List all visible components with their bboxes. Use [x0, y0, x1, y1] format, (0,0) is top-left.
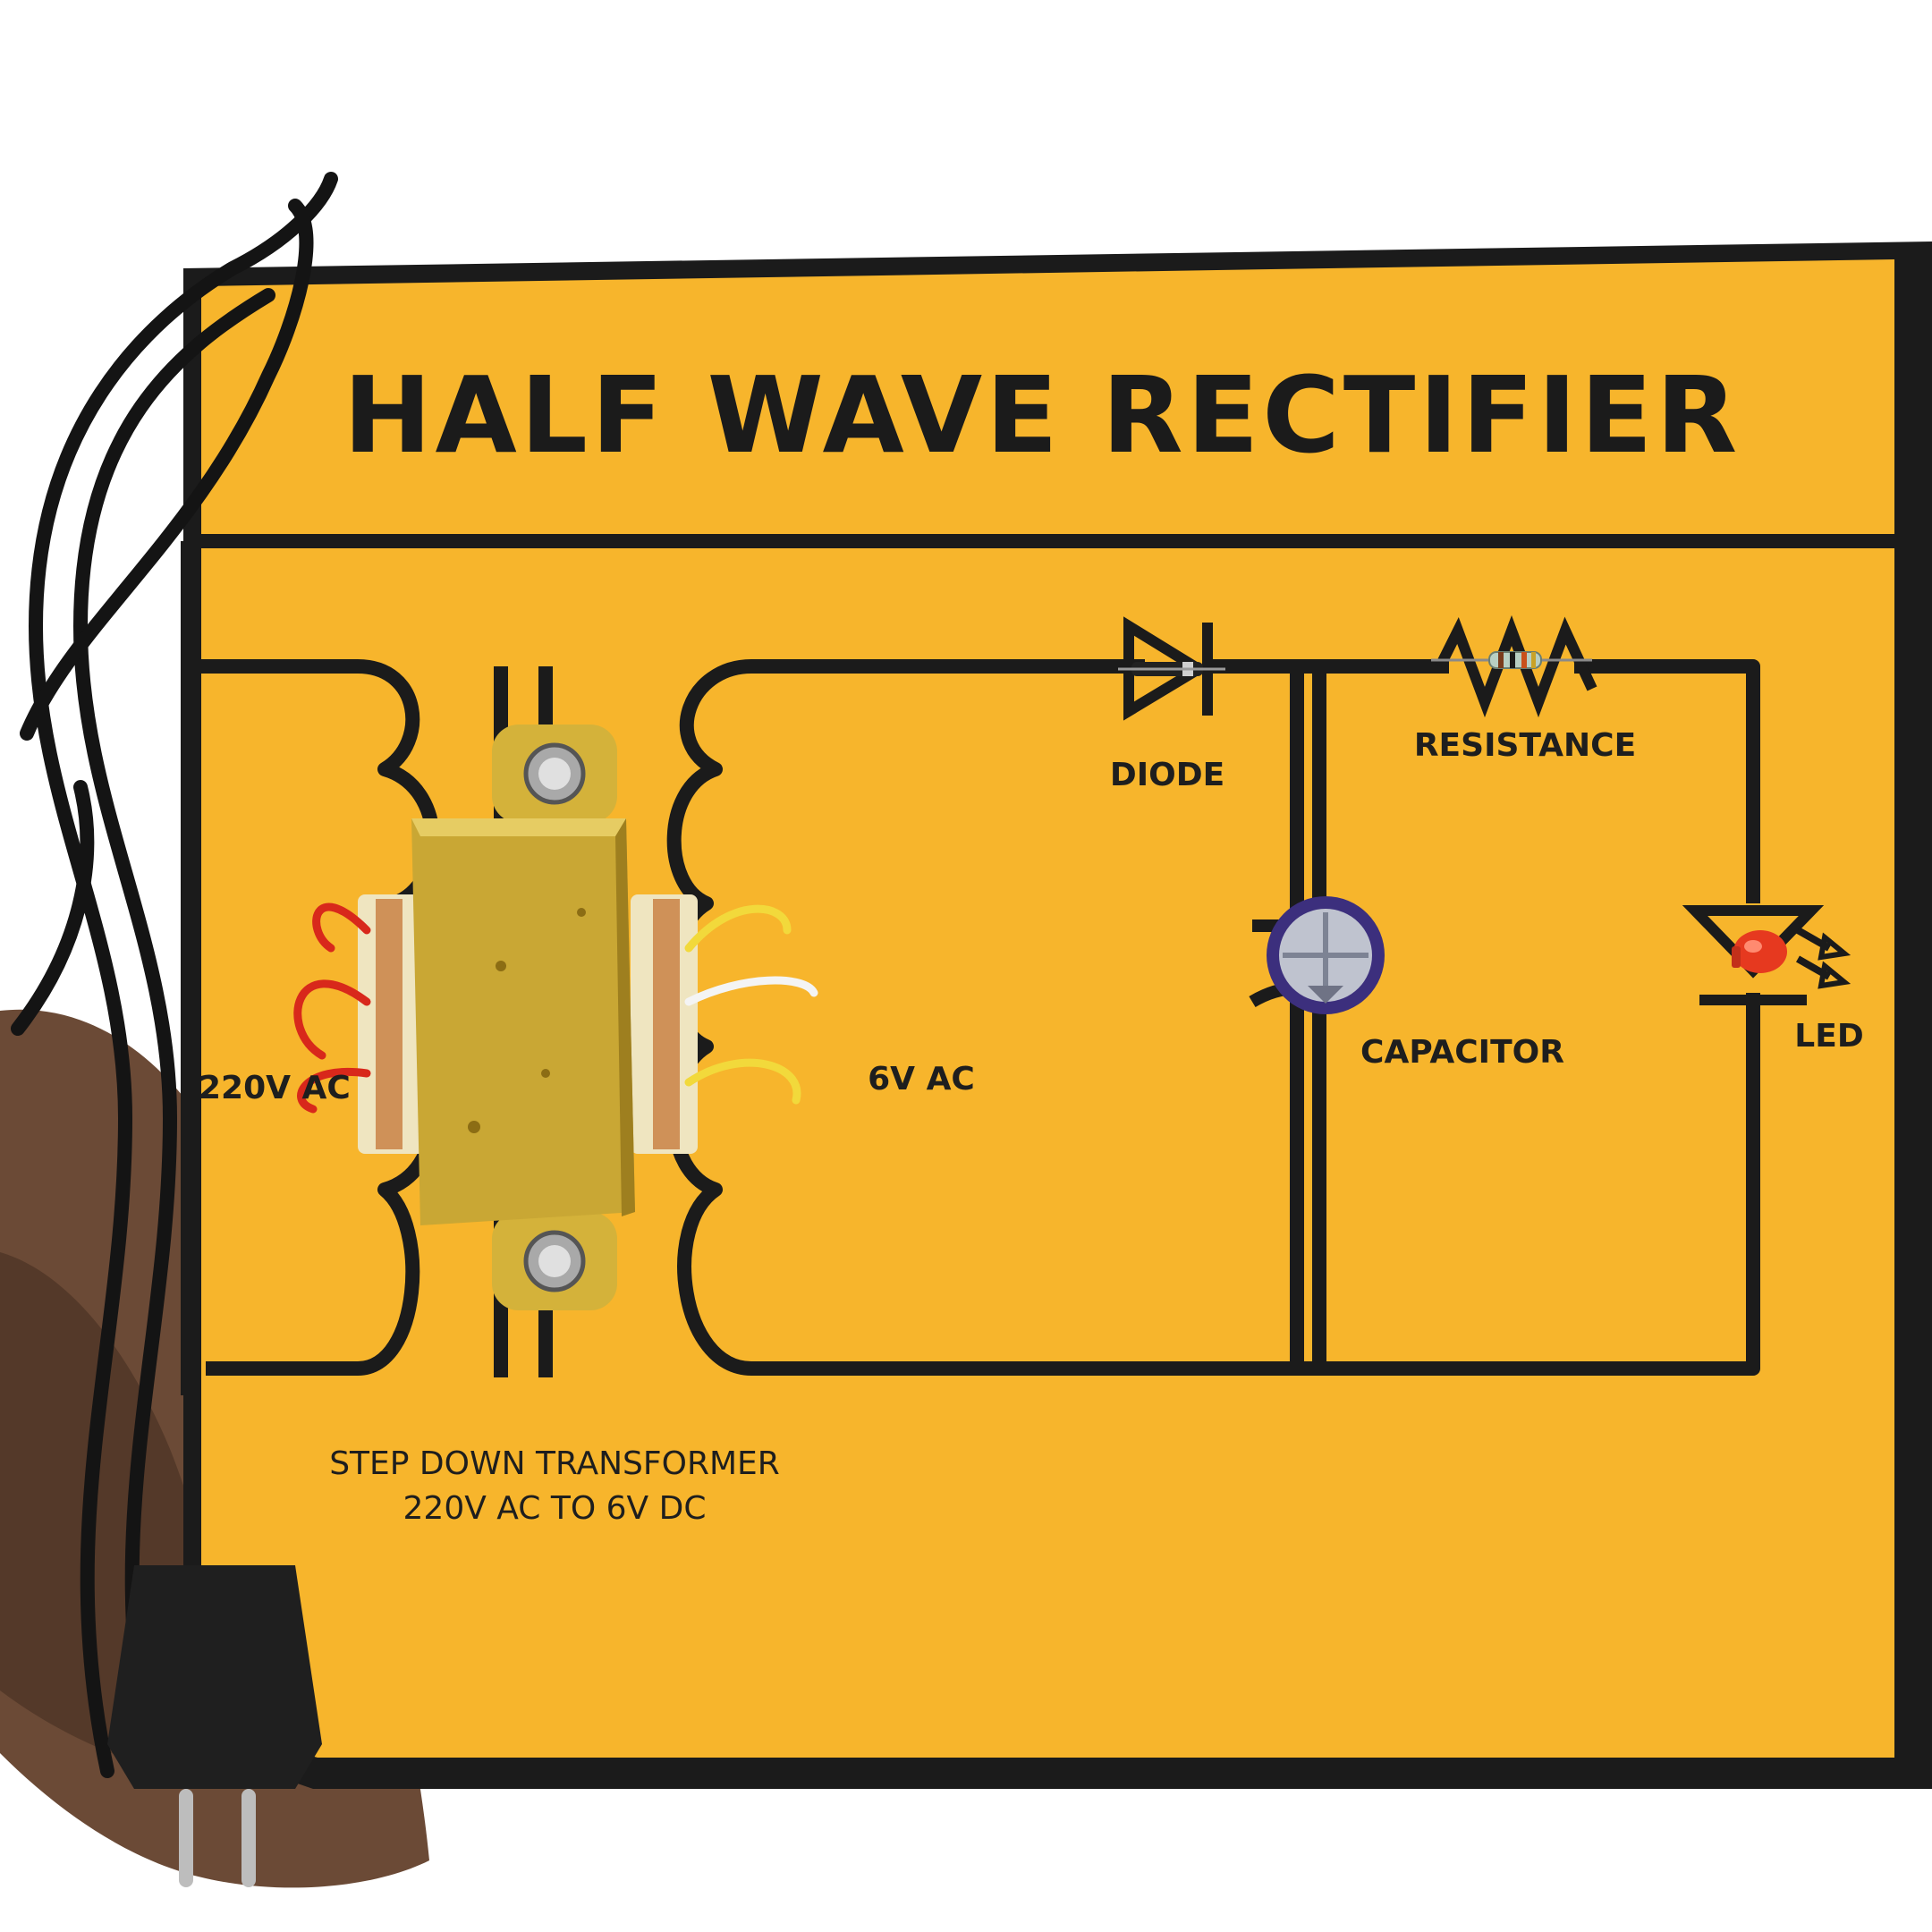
- resistor-symbol: [1431, 614, 1597, 718]
- board-title: HALF WAVE RECTIFIER: [343, 353, 1741, 477]
- output-voltage-label: 6V AC: [868, 1061, 975, 1097]
- transformer-wires: [293, 902, 818, 1114]
- led-label: LED: [1794, 1018, 1863, 1055]
- transformer-caption-line2: 220V AC TO 6V DC: [403, 1490, 707, 1527]
- capacitor-label: CAPACITOR: [1360, 1034, 1564, 1071]
- diode-symbol: [1118, 616, 1225, 721]
- power-cord: [11, 172, 338, 1778]
- circuit-board: [183, 242, 1932, 1789]
- transformer-caption-line1: STEP DOWN TRANSFORMER: [329, 1445, 780, 1482]
- red-led-icon: [1732, 930, 1787, 973]
- power-plug-icon: [107, 1565, 322, 1887]
- electrolytic-capacitor-icon: [1267, 896, 1385, 1014]
- transformer-icon: [358, 724, 698, 1310]
- input-voltage-label: 220V AC: [199, 1070, 351, 1106]
- resistance-label: RESISTANCE: [1414, 727, 1636, 764]
- diode-label: DIODE: [1110, 757, 1224, 793]
